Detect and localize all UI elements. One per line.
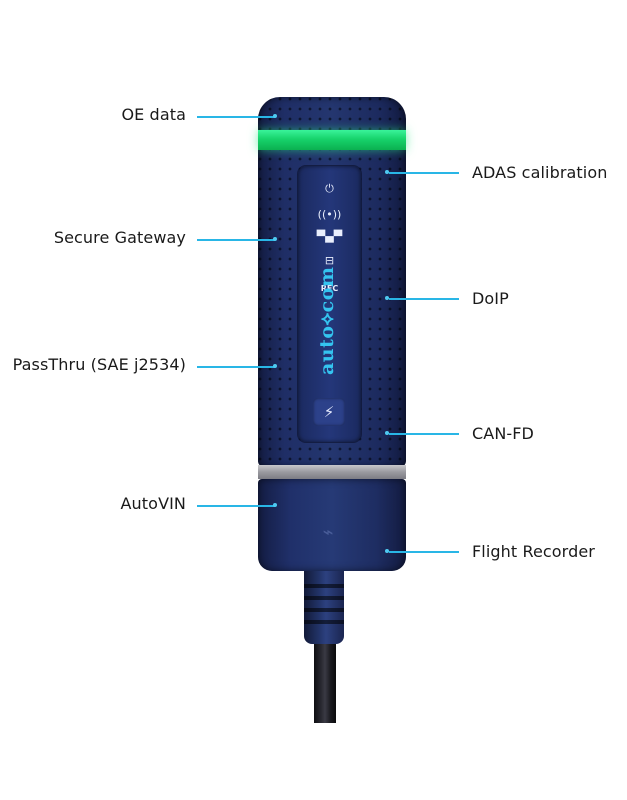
callout-line [197, 239, 275, 241]
status-led-band [258, 130, 406, 150]
callout-line [389, 298, 459, 300]
callout-dot [273, 503, 277, 507]
device-body-lower [258, 479, 406, 571]
callout-doip: DoIP [472, 289, 509, 308]
wireless-icon: ((•)) [317, 208, 342, 221]
callout-dot [385, 170, 389, 174]
callout-line [197, 116, 275, 118]
callout-dot [273, 114, 277, 118]
callout-line [197, 366, 275, 368]
strain-rib [304, 584, 344, 588]
callout-adas-calibration: ADAS calibration [472, 163, 608, 182]
callout-dot [273, 364, 277, 368]
brand-logo: auto⟡com [316, 266, 338, 375]
strain-rib [304, 620, 344, 624]
callout-can-fd: CAN-FD [472, 424, 534, 443]
callout-flight-recorder: Flight Recorder [472, 542, 595, 561]
callout-dot [273, 237, 277, 241]
status-panel: ⏻ ((•)) ▀▄▀ ⊟ REC [298, 166, 361, 442]
usb-icon: ⌁ [322, 522, 334, 543]
callout-dot [385, 431, 389, 435]
power-icon: ⏻ [325, 182, 334, 195]
callout-line [389, 433, 459, 435]
callout-line [389, 551, 459, 553]
rec-label: REC [320, 284, 339, 293]
callout-line [389, 172, 459, 174]
callout-autovin: AutoVIN [120, 494, 186, 513]
callout-passthru: PassThru (SAE j2534) [12, 355, 186, 374]
cable-strain-relief [304, 562, 344, 644]
callout-dot [385, 549, 389, 553]
battery-icon: ⊟ [324, 254, 335, 267]
lightning-icon: ⚡ [323, 403, 335, 421]
car-icon: ▀▄▀ [316, 230, 343, 243]
callout-oe-data: OE data [121, 105, 186, 124]
strain-rib [304, 608, 344, 612]
silver-band [258, 465, 406, 479]
callout-secure-gateway: Secure Gateway [53, 228, 186, 247]
callout-dot [385, 296, 389, 300]
strain-rib [304, 596, 344, 600]
function-button[interactable]: ⚡ [313, 398, 345, 426]
callout-line [197, 505, 275, 507]
